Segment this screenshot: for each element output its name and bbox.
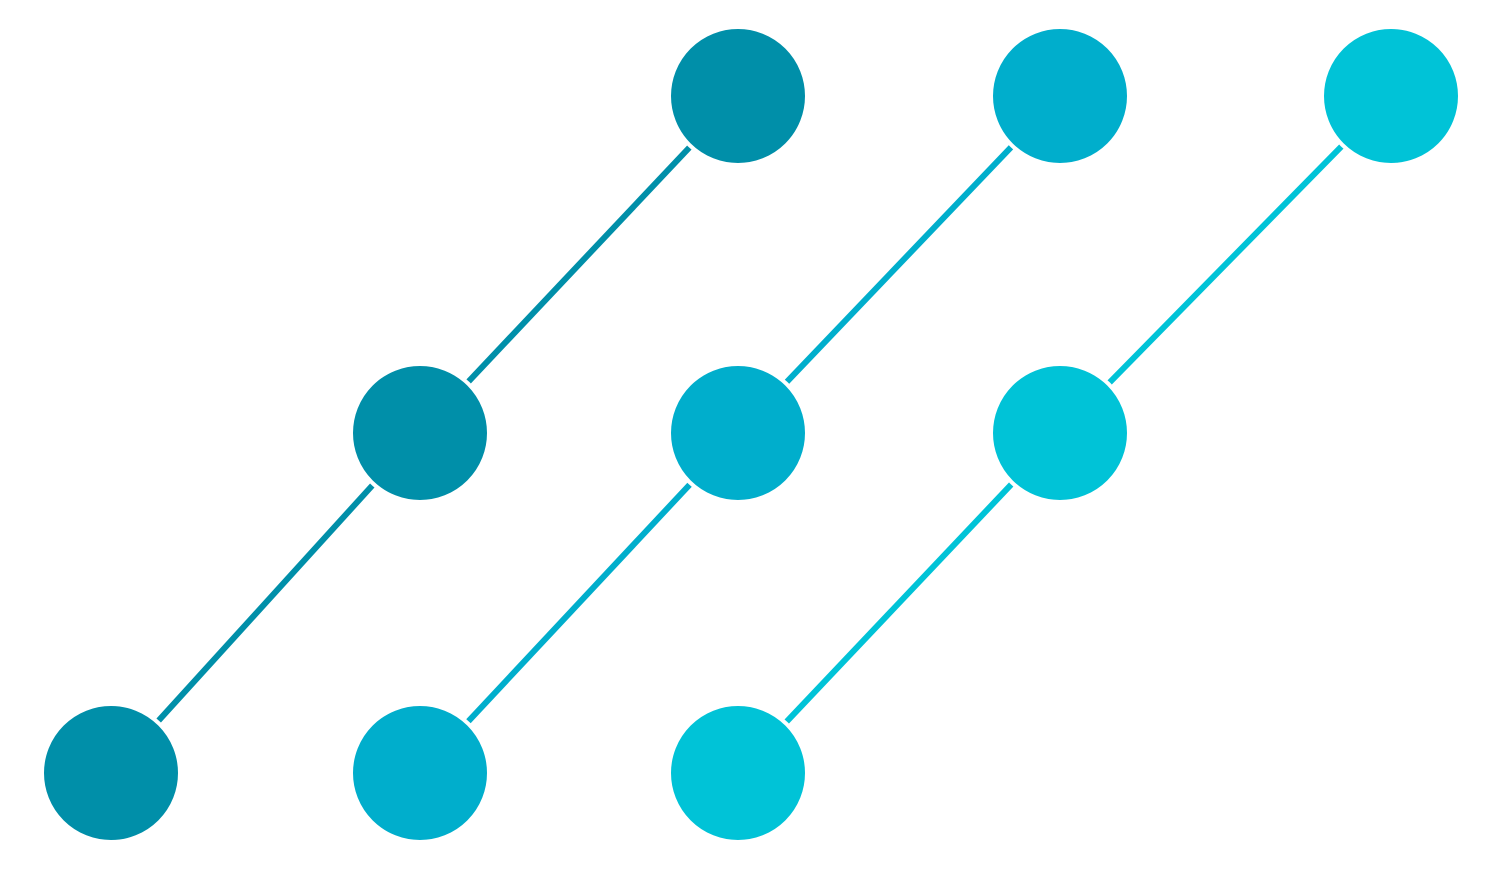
strand-3-node-3 <box>1320 25 1462 167</box>
strand-3-node-1 <box>667 702 809 844</box>
strand-2-node-3 <box>989 25 1131 167</box>
strand-1-connector-1 <box>108 430 423 776</box>
strand-3-connector-2 <box>1057 93 1394 436</box>
strand-3-node-2 <box>989 362 1131 504</box>
strand-2-connector-2 <box>735 93 1063 436</box>
strand-1-connector-2 <box>417 93 741 436</box>
strand-1-node-1 <box>40 702 182 844</box>
strand-1-node-3 <box>667 25 809 167</box>
strand-2-connector-1 <box>417 430 741 776</box>
strand-3-connector-1 <box>735 430 1063 776</box>
strand-2-node-2 <box>667 362 809 504</box>
strand-2-node-1 <box>349 702 491 844</box>
strand-1-node-2 <box>349 362 491 504</box>
